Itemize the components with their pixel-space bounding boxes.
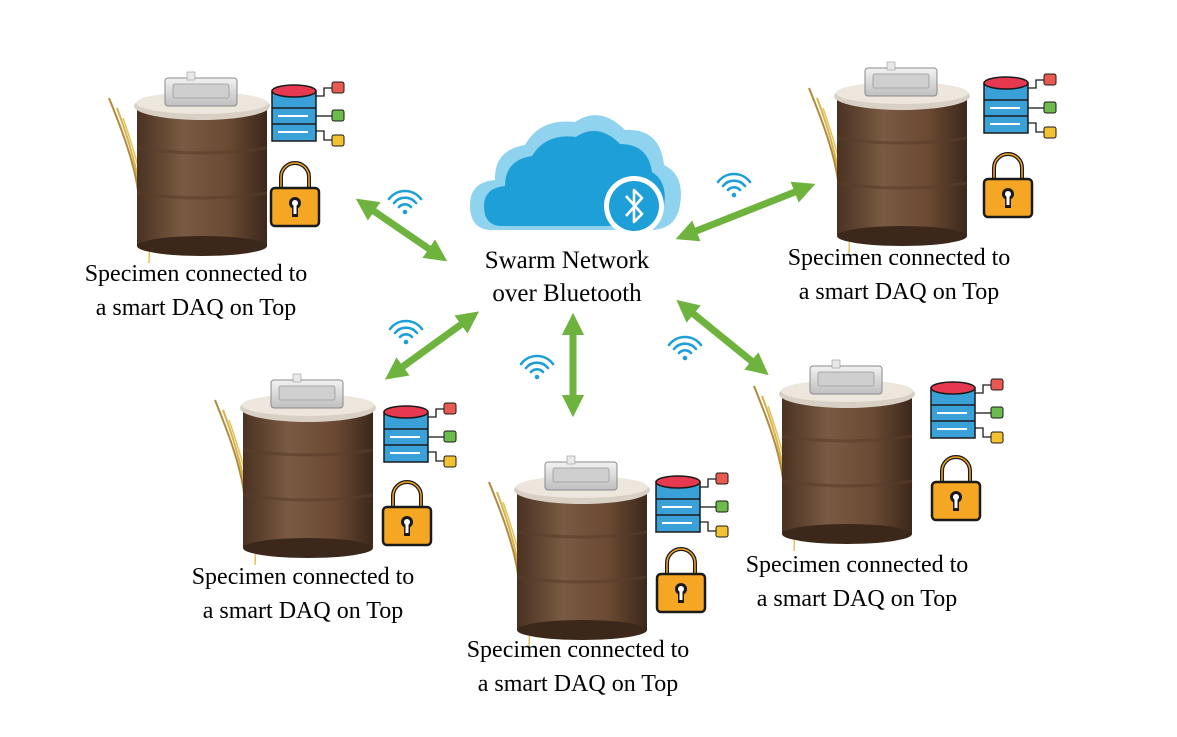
- lock-icon: [982, 152, 1034, 219]
- wifi-icon: [519, 354, 555, 381]
- soil-specimen-icon: [487, 454, 652, 649]
- node-label-5: Specimen connected to a smart DAQ on Top: [707, 548, 1007, 616]
- specimen-node-4: [487, 454, 729, 649]
- node-label-4: Specimen connected to a smart DAQ on Top: [428, 633, 728, 701]
- double-arrow-icon: [355, 198, 448, 262]
- lock-icon: [269, 161, 321, 228]
- node-label-line2: a smart DAQ on Top: [756, 586, 958, 612]
- lock-icon: [381, 480, 433, 547]
- soil-specimen-icon: [807, 60, 972, 255]
- node-label-line1: Specimen connected to: [466, 637, 690, 663]
- database-icon: [983, 73, 1057, 139]
- double-arrow-icon: [675, 181, 816, 242]
- network-label-line2: over Bluetooth: [492, 280, 642, 307]
- specimen-node-5: [752, 358, 1004, 553]
- double-arrow-icon: [676, 299, 769, 376]
- bluetooth-icon: [604, 176, 664, 236]
- node-label-line1: Specimen connected to: [787, 245, 1011, 271]
- node-label-2: Specimen connected to a smart DAQ on Top: [749, 241, 1049, 309]
- wifi-icon: [667, 335, 703, 362]
- node-label-line1: Specimen connected to: [745, 552, 969, 578]
- double-arrow-icon: [384, 311, 480, 380]
- node-label-1: Specimen connected to a smart DAQ on Top: [46, 257, 346, 325]
- specimen-node-1: [107, 70, 345, 265]
- node-label-line2: a smart DAQ on Top: [95, 295, 297, 321]
- node-label-line1: Specimen connected to: [84, 261, 308, 287]
- specimen-node-2: [807, 60, 1057, 255]
- database-icon: [655, 472, 729, 538]
- soil-specimen-icon: [107, 70, 272, 265]
- database-icon: [383, 402, 457, 468]
- wifi-icon: [387, 189, 423, 216]
- wifi-icon: [716, 172, 752, 199]
- network-label: Swarm Network over Bluetooth: [457, 244, 677, 310]
- node-label-line1: Specimen connected to: [191, 564, 415, 590]
- wifi-icon: [388, 319, 424, 346]
- node-label-line2: a smart DAQ on Top: [477, 671, 679, 697]
- soil-specimen-icon: [213, 372, 378, 567]
- database-icon: [930, 378, 1004, 444]
- lock-icon: [655, 547, 707, 614]
- database-icon: [271, 81, 345, 147]
- lock-icon: [930, 455, 982, 522]
- node-label-line2: a smart DAQ on Top: [202, 598, 404, 624]
- connection-arrows: [355, 181, 816, 418]
- soil-specimen-icon: [752, 358, 917, 553]
- node-label-line2: a smart DAQ on Top: [798, 279, 1000, 305]
- node-label-3: Specimen connected to a smart DAQ on Top: [153, 560, 453, 628]
- specimen-node-3: [213, 372, 457, 567]
- network-label-line1: Swarm Network: [484, 247, 650, 274]
